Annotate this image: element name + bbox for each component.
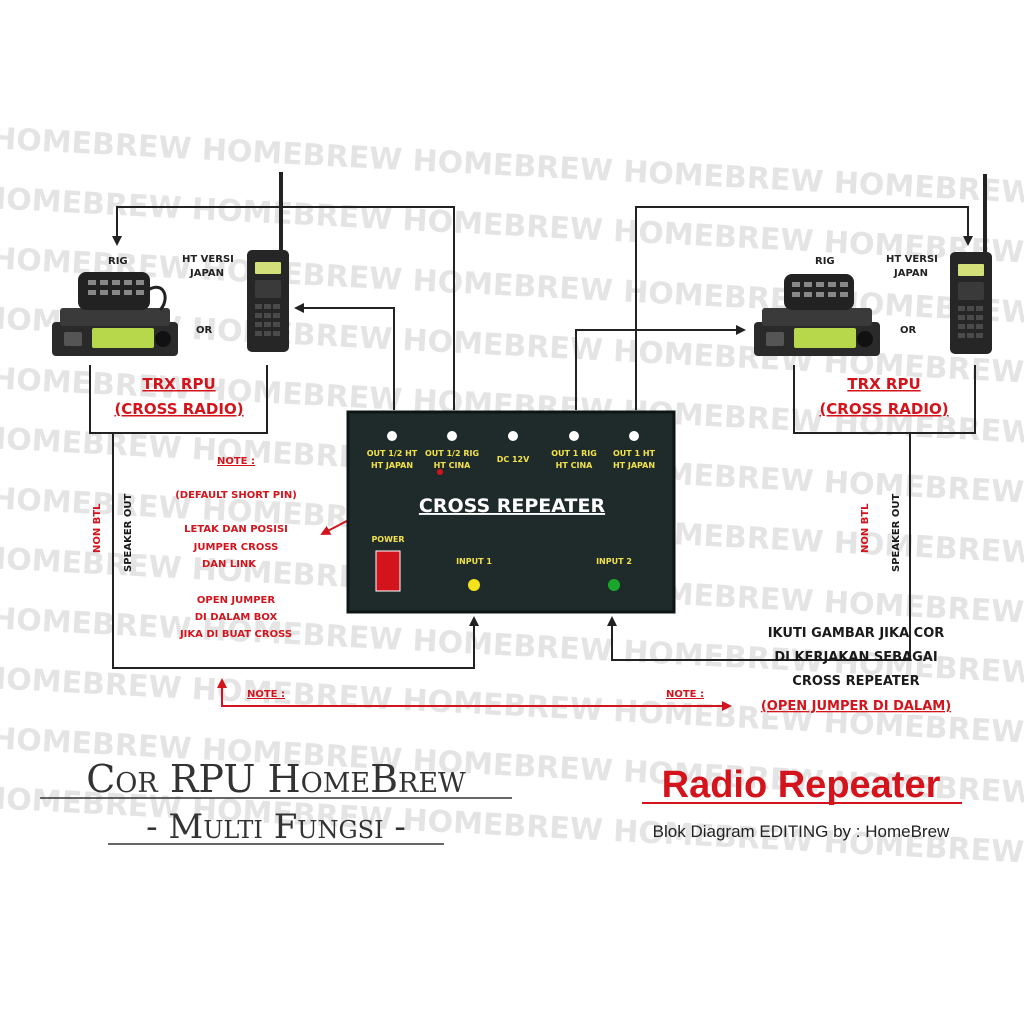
- jumper-marker: [437, 469, 443, 475]
- out-half-ht-label-1: OUT 1/2 HT: [367, 449, 418, 458]
- left-handheld-image: [247, 172, 289, 352]
- out-1-rig-label-2: HT CINA: [556, 461, 593, 470]
- right-instruction: IKUTI GAMBAR JIKA COR DI KERJAKAN SEBAGA…: [247, 626, 951, 714]
- left-ht-label-2: JAPAN: [189, 268, 224, 279]
- right-non-btl-label: NON BTL: [860, 503, 871, 553]
- instruction-line-1: IKUTI GAMBAR JIKA COR: [768, 626, 945, 641]
- out-half-rig-label-2: HT CINA: [434, 461, 471, 470]
- left-note: NOTE : (DEFAULT SHORT PIN) LETAK DAN POS…: [175, 456, 297, 640]
- right-trx-title: TRX RPU: [847, 375, 920, 393]
- wiring: [89, 206, 976, 711]
- credit-line: Blok Diagram EDITING by : HomeBrew: [653, 822, 950, 841]
- titles: Cor RPU HomeBrew - Multi Fungsi - Radio …: [40, 757, 962, 847]
- out-1-ht-label-2: HT JAPAN: [613, 461, 655, 470]
- right-trx-subtitle: (CROSS RADIO): [819, 400, 948, 418]
- out-1-ht-label-1: OUT 1 HT: [613, 449, 656, 458]
- right-ht-label-1: HT VERSI: [886, 254, 938, 265]
- input-2-label: INPUT 2: [596, 557, 632, 566]
- right-mobile-rig-image: [754, 274, 880, 356]
- right-rig-label: RIG: [815, 256, 835, 267]
- right-handheld-image: [950, 174, 992, 354]
- right-speaker-out-label: SPEAKER OUT: [891, 494, 902, 572]
- right-or-label: OR: [900, 325, 917, 336]
- out-half-rig-connector[interactable]: [447, 431, 457, 441]
- instruction-line-2: DI KERJAKAN SEBAGAI: [774, 650, 937, 665]
- right-station: RIG HT VERSI JAPAN OR: [754, 174, 992, 572]
- dc-12v-label: DC 12V: [497, 455, 530, 464]
- dc-12v-connector[interactable]: [508, 431, 518, 441]
- bottom-left-note-label: NOTE :: [247, 689, 285, 700]
- input-1-label: INPUT 1: [456, 557, 492, 566]
- right-note-text: (OPEN JUMPER DI DALAM): [761, 699, 951, 714]
- left-note-line-6: DI DALAM BOX: [195, 612, 278, 623]
- left-note-heading: NOTE :: [217, 456, 255, 467]
- left-mobile-rig-image: [52, 272, 178, 356]
- left-or-label: OR: [196, 325, 213, 336]
- left-note-line-3: JUMPER CROSS: [193, 542, 279, 553]
- left-station: RIG HT VERSI JAPAN OR: [52, 172, 289, 572]
- out-1-rig-label-1: OUT 1 RIG: [551, 449, 597, 458]
- out-1-rig-connector[interactable]: [569, 431, 579, 441]
- left-ht-label-1: HT VERSI: [182, 254, 234, 265]
- out-1-ht-connector[interactable]: [629, 431, 639, 441]
- left-rig-label: RIG: [108, 256, 128, 267]
- cross-repeater-title: CROSS REPEATER: [419, 495, 606, 517]
- power-label: POWER: [371, 535, 404, 544]
- input-1-led: [468, 579, 480, 591]
- power-switch[interactable]: [375, 550, 401, 592]
- input-2-led: [608, 579, 620, 591]
- left-note-line-1: (DEFAULT SHORT PIN): [175, 490, 297, 501]
- left-speaker-out-label: SPEAKER OUT: [123, 494, 134, 572]
- radio-repeater-title: Radio Repeater: [662, 764, 941, 806]
- out-half-ht-label-2: HT JAPAN: [371, 461, 413, 470]
- right-ht-label-2: JAPAN: [893, 268, 928, 279]
- left-note-line-2: LETAK DAN POSISI: [184, 524, 288, 535]
- cross-repeater-box: OUT 1/2 HT HT JAPAN OUT 1/2 RIG HT CINA …: [346, 410, 676, 614]
- output-connectors: [387, 431, 639, 441]
- main-title-line-2: - Multi Fungsi -: [146, 807, 406, 847]
- main-title-line-1: Cor RPU HomeBrew: [86, 757, 466, 801]
- left-trx-title: TRX RPU: [142, 375, 215, 393]
- left-note-line-5: OPEN JUMPER: [197, 595, 275, 606]
- left-note-line-7: JIKA DI BUAT CROSS: [179, 629, 292, 640]
- left-note-line-4: DAN LINK: [202, 559, 257, 570]
- out-half-rig-label-1: OUT 1/2 RIG: [425, 449, 479, 458]
- left-non-btl-label: NON BTL: [92, 503, 103, 553]
- right-note-label: NOTE :: [666, 689, 704, 700]
- instruction-line-3: CROSS REPEATER: [792, 674, 919, 689]
- out-half-ht-connector[interactable]: [387, 431, 397, 441]
- left-trx-subtitle: (CROSS RADIO): [114, 400, 243, 418]
